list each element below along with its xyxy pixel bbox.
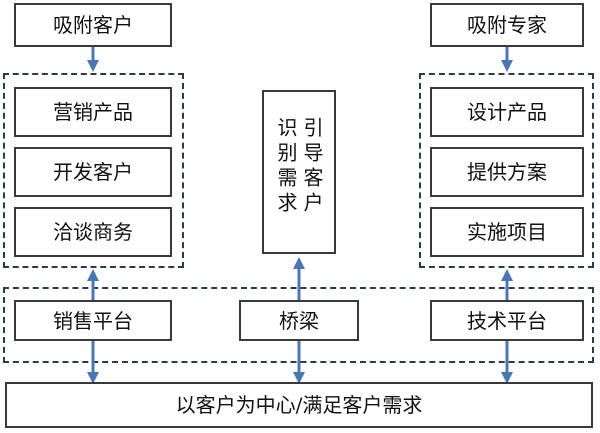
right-group-frame: [419, 73, 594, 268]
attract-customers-box: 吸附客户: [14, 3, 172, 47]
bridge-box: 桥梁: [239, 300, 359, 341]
market-products-box: 营销产品: [14, 87, 172, 137]
develop-customers-box: 开发客户: [14, 147, 172, 197]
provide-solutions-box: 提供方案: [430, 147, 584, 197]
left-group-frame: [3, 73, 184, 268]
attract-experts-box: 吸附专家: [430, 3, 584, 47]
implement-projects-box: 实施项目: [430, 207, 584, 257]
business-negotiation-box: 洽谈商务: [14, 207, 172, 257]
guide-customers-box: 引导客户识别需求: [262, 90, 336, 254]
guide-customers-label: 引导客户识别需求: [274, 117, 324, 217]
tech-platform-box: 技术平台: [430, 300, 584, 341]
customer-centric-box: 以客户为中心/满足客户需求: [5, 382, 593, 428]
sales-platform-box: 销售平台: [14, 300, 172, 341]
design-products-box: 设计产品: [430, 87, 584, 137]
